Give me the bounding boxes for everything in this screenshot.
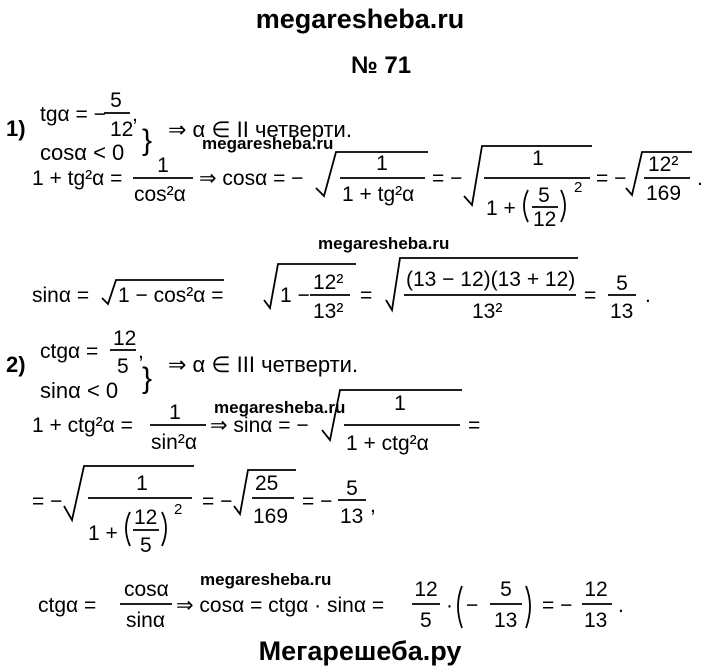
- svg-text:1 −: 1 −: [280, 284, 310, 307]
- part-2-condition-1: ctgα = 12 5 ,: [40, 327, 144, 378]
- svg-text:= −: = −: [32, 490, 62, 513]
- svg-text:sinα: sinα: [126, 609, 165, 632]
- svg-text:,: ,: [370, 494, 376, 517]
- svg-text:13: 13: [494, 609, 517, 632]
- part-1-line-cos: 1 + tg²α = 1 cos²α ⇒ cosα = − 1 1 + tg²α…: [32, 145, 703, 231]
- svg-text:169: 169: [646, 182, 681, 205]
- svg-text:1 + tg²α: 1 + tg²α: [342, 183, 414, 206]
- svg-text:.: .: [645, 284, 651, 307]
- part-2-line-sin-b: = − 1 1 + 12 5 2 = − 25 169 = − 5 13 ,: [32, 465, 376, 557]
- svg-text:1: 1: [376, 152, 388, 175]
- svg-text:5: 5: [420, 609, 432, 632]
- svg-text:−: −: [466, 594, 478, 617]
- svg-text:sinα =: sinα =: [32, 284, 89, 307]
- svg-text:(13 − 12)(13 + 12): (13 − 12)(13 + 12): [406, 268, 575, 291]
- svg-text:12: 12: [414, 578, 437, 601]
- svg-text:12: 12: [110, 118, 133, 141]
- svg-text:13: 13: [610, 300, 633, 323]
- watermark: megaresheba.ru: [318, 234, 450, 253]
- svg-text:169: 169: [253, 505, 288, 528]
- watermark: megaresheba.ru: [202, 134, 334, 153]
- svg-text:1: 1: [394, 392, 406, 415]
- svg-text:cos²α: cos²α: [134, 183, 186, 206]
- svg-text:⇒ cosα = ctgα · sinα =: ⇒ cosα = ctgα · sinα =: [176, 594, 384, 617]
- svg-text:tgα = −: tgα = −: [40, 103, 106, 126]
- svg-text:25: 25: [255, 472, 278, 495]
- svg-text:= −: = −: [596, 167, 626, 190]
- part-1-conclusion: ⇒ α ∈ II четверти.: [168, 117, 352, 142]
- system-brace: }: [142, 124, 152, 157]
- svg-text:1 + ctg²α: 1 + ctg²α: [346, 432, 429, 455]
- svg-text:2: 2: [174, 501, 182, 518]
- svg-text:ctgα =: ctgα =: [38, 594, 96, 617]
- watermark: megaresheba.ru: [214, 398, 346, 417]
- svg-text:.: .: [618, 594, 624, 617]
- svg-text:=: =: [360, 284, 372, 307]
- svg-text:1 +: 1 +: [88, 522, 118, 545]
- svg-text:5: 5: [140, 534, 152, 557]
- svg-text:·: ·: [446, 594, 453, 617]
- part-2-conclusion: ⇒ α ∈ III четверти.: [168, 352, 359, 377]
- svg-text:,: ,: [138, 340, 144, 363]
- problem-number: № 71: [351, 52, 412, 79]
- watermark: megaresheba.ru: [200, 570, 332, 589]
- site-header: megaresheba.ru: [255, 4, 465, 34]
- svg-text:13²: 13²: [472, 300, 502, 323]
- svg-text:= −: = −: [202, 490, 232, 513]
- svg-text:1: 1: [532, 147, 544, 170]
- svg-text:1: 1: [157, 154, 169, 177]
- svg-text:1 +: 1 +: [486, 197, 516, 220]
- part-2-line-sin-a: 1 + ctg²α = 1 sin²α ⇒ sinα = − 1 1 + ctg…: [32, 389, 480, 455]
- svg-text:13: 13: [584, 609, 607, 632]
- svg-text:12: 12: [584, 578, 607, 601]
- svg-text:12²: 12²: [313, 271, 343, 294]
- svg-text:sin²α: sin²α: [151, 431, 197, 454]
- svg-text:1 + tg²α =: 1 + tg²α =: [32, 167, 122, 190]
- svg-text:5: 5: [500, 578, 512, 601]
- svg-text:1 − cos²α =: 1 − cos²α =: [118, 284, 224, 307]
- svg-text:5: 5: [110, 89, 122, 112]
- svg-text:12²: 12²: [648, 153, 678, 176]
- svg-text:⇒ cosα = −: ⇒ cosα = −: [199, 167, 303, 190]
- svg-text:=: =: [468, 414, 480, 437]
- svg-text:12: 12: [113, 327, 136, 350]
- part-1-line-sin: sinα = 1 − cos²α = 1 − 12² 13² = (13 − 1…: [32, 257, 651, 323]
- svg-text:5: 5: [538, 184, 550, 207]
- svg-text:1: 1: [169, 401, 181, 424]
- svg-text:1 + ctg²α =: 1 + ctg²α =: [32, 414, 133, 437]
- svg-text:= −: = −: [542, 594, 572, 617]
- part-1-label: 1): [6, 116, 26, 141]
- part-2-label: 2): [6, 352, 26, 377]
- svg-text:5: 5: [616, 272, 628, 295]
- svg-text:12: 12: [134, 506, 157, 529]
- svg-text:.: .: [697, 167, 703, 190]
- svg-text:13²: 13²: [313, 300, 343, 323]
- part-2-line-cos: ctgα = cosα sinα ⇒ cosα = ctgα · sinα = …: [38, 578, 624, 632]
- svg-text:5: 5: [346, 477, 358, 500]
- svg-text:=: =: [584, 284, 596, 307]
- part-1-condition-1: tgα = − 5 12 ,: [40, 89, 138, 141]
- svg-text:,: ,: [132, 103, 138, 126]
- svg-text:cosα: cosα: [124, 578, 169, 601]
- svg-text:ctgα =: ctgα =: [40, 340, 98, 363]
- part-1-condition-2: cosα < 0: [40, 140, 125, 165]
- svg-text:2: 2: [574, 179, 582, 196]
- svg-text:5: 5: [117, 355, 129, 378]
- svg-text:12: 12: [533, 208, 556, 231]
- svg-text:1: 1: [136, 472, 148, 495]
- site-footer: Мегарешеба.ру: [258, 636, 462, 666]
- svg-text:= −: = −: [432, 167, 462, 190]
- svg-text:⇒ sinα = −: ⇒ sinα = −: [210, 414, 309, 437]
- system-brace: }: [142, 362, 152, 395]
- part-2-condition-2: sinα < 0: [40, 378, 119, 403]
- svg-text:13: 13: [340, 505, 363, 528]
- svg-text:= −: = −: [302, 490, 332, 513]
